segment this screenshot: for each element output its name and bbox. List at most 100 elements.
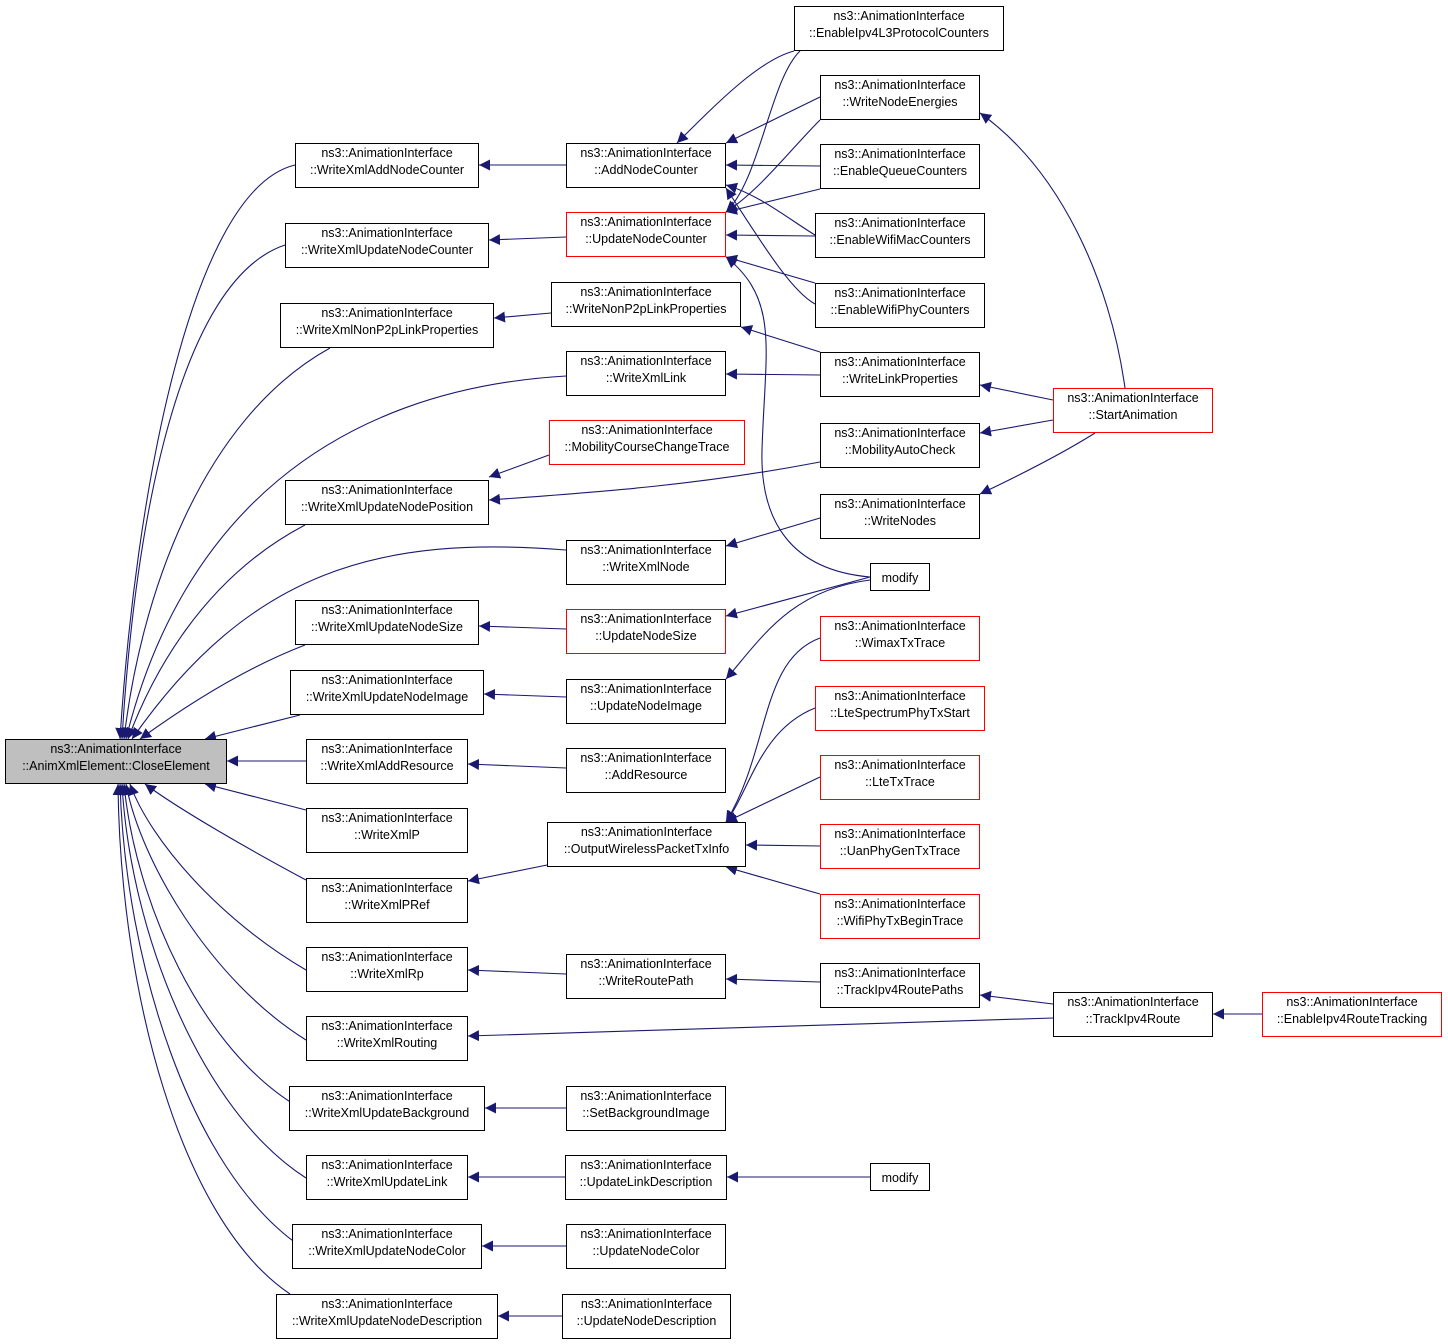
- node-add-resource[interactable]: ns3::AnimationInterface::AddResource: [566, 748, 726, 793]
- node-write-non-p2p-link-properties[interactable]: ns3::AnimationInterface::WriteNonP2pLink…: [551, 282, 741, 327]
- node-write-xml-update-node-image[interactable]: ns3::AnimationInterface::WriteXmlUpdateN…: [290, 670, 484, 715]
- node-track-ipv4-route-paths[interactable]: ns3::AnimationInterface::TrackIpv4RouteP…: [820, 963, 980, 1008]
- node-label-line2: ::WriteNodeEnergies: [842, 95, 958, 109]
- node-mobility-course-change-trace[interactable]: ns3::AnimationInterface::MobilityCourseC…: [549, 420, 745, 465]
- node-update-node-image[interactable]: ns3::AnimationInterface::UpdateNodeImage: [566, 679, 726, 724]
- node-label-line2: ::TrackIpv4Route: [1085, 1012, 1181, 1026]
- node-label-line2: ::WriteXmlAddNodeCounter: [309, 163, 464, 177]
- node-write-xml-update-background[interactable]: ns3::AnimationInterface::WriteXmlUpdateB…: [289, 1086, 485, 1131]
- node-label-line2: ::WriteNodes: [863, 514, 936, 528]
- edge-to-write-link-properties: [979, 381, 1054, 401]
- node-update-node-description[interactable]: ns3::AnimationInterface::UpdateNodeDescr…: [562, 1294, 731, 1339]
- node-write-xml-add-node-counter[interactable]: ns3::AnimationInterface::WriteXmlAddNode…: [295, 143, 479, 188]
- node-label-line1: ns3::AnimationInterface: [321, 306, 453, 320]
- node-label-line2: ::AddNodeCounter: [594, 163, 698, 177]
- node-write-link-properties[interactable]: ns3::AnimationInterface::WriteLinkProper…: [820, 352, 980, 397]
- edge-to-write-nodes: [979, 432, 1096, 495]
- node-write-xml-update-link[interactable]: ns3::AnimationInterface::WriteXmlUpdateL…: [306, 1155, 468, 1200]
- node-update-node-size[interactable]: ns3::AnimationInterface::UpdateNodeSize: [566, 609, 726, 654]
- node-label-line1: ns3::AnimationInterface: [1067, 995, 1199, 1009]
- node-label-line1: ns3::AnimationInterface: [833, 9, 965, 23]
- node-label-line2: ::UpdateNodeImage: [590, 699, 702, 713]
- node-write-xml-update-node-description[interactable]: ns3::AnimationInterface::WriteXmlUpdateN…: [276, 1294, 498, 1339]
- node-label-line2: ::AddResource: [604, 768, 688, 782]
- node-output-wireless-packet-tx-info[interactable]: ns3::AnimationInterface::OutputWirelessP…: [547, 822, 746, 867]
- node-label-line1: ns3::AnimationInterface: [321, 1019, 453, 1033]
- node-label-line2: ::AnimXmlElement::CloseElement: [22, 759, 210, 773]
- node-mobility-auto-check[interactable]: ns3::AnimationInterface::MobilityAutoChe…: [820, 423, 980, 468]
- node-write-node-energies[interactable]: ns3::AnimationInterface::WriteNodeEnergi…: [820, 75, 980, 120]
- node-wimax-tx-trace[interactable]: ns3::AnimationInterface::WimaxTxTrace: [820, 616, 980, 661]
- node-label-line1: ns3::AnimationInterface: [834, 355, 966, 369]
- node-write-route-path[interactable]: ns3::AnimationInterface::WriteRoutePath: [566, 954, 726, 999]
- node-enable-queue-counters[interactable]: ns3::AnimationInterface::EnableQueueCoun…: [820, 144, 980, 189]
- node-track-ipv4-route[interactable]: ns3::AnimationInterface::TrackIpv4Route: [1053, 992, 1213, 1037]
- node-update-node-counter[interactable]: ns3::AnimationInterface::UpdateNodeCount…: [566, 212, 726, 257]
- node-enable-wifi-phy-counters[interactable]: ns3::AnimationInterface::EnableWifiPhyCo…: [815, 283, 985, 328]
- node-wifi-phy-tx-begin-trace[interactable]: ns3::AnimationInterface::WifiPhyTxBeginT…: [820, 894, 980, 939]
- node-write-xml-p-ref[interactable]: ns3::AnimationInterface::WriteXmlPRef: [306, 878, 468, 923]
- node-write-xml-update-node-color[interactable]: ns3::AnimationInterface::WriteXmlUpdateN…: [292, 1224, 482, 1269]
- node-label-line2: ::WriteXmlPRef: [344, 898, 430, 912]
- node-label-line1: ns3::AnimationInterface: [580, 1158, 712, 1172]
- node-label-line1: ns3::AnimationInterface: [834, 78, 966, 92]
- node-label-line1: ns3::AnimationInterface: [834, 147, 966, 161]
- edge-to-close-element: [123, 375, 567, 740]
- node-write-nodes[interactable]: ns3::AnimationInterface::WriteNodes: [820, 494, 980, 539]
- node-modify[interactable]: modify: [870, 563, 930, 591]
- node-label-line2: ::TrackIpv4RoutePaths: [836, 983, 964, 997]
- node-write-xml-link[interactable]: ns3::AnimationInterface::WriteXmlLink: [566, 351, 726, 396]
- node-close-element: ns3::AnimationInterface::AnimXmlElement:…: [5, 739, 227, 784]
- node-set-background-image[interactable]: ns3::AnimationInterface::SetBackgroundIm…: [566, 1086, 726, 1131]
- node-label-line1: ns3::AnimationInterface: [581, 423, 713, 437]
- node-write-xml-update-node-position[interactable]: ns3::AnimationInterface::WriteXmlUpdateN…: [285, 480, 489, 525]
- node-enable-wifi-mac-counters[interactable]: ns3::AnimationInterface::EnableWifiMacCo…: [815, 213, 985, 258]
- node-label-line1: ns3::AnimationInterface: [321, 673, 453, 687]
- node-write-xml-node[interactable]: ns3::AnimationInterface::WriteXmlNode: [566, 540, 726, 585]
- node-lte-spectrum-phy-tx-start[interactable]: ns3::AnimationInterface::LteSpectrumPhyT…: [815, 686, 985, 731]
- node-update-link-description[interactable]: ns3::AnimationInterface::UpdateLinkDescr…: [565, 1155, 727, 1200]
- edge-to-output-wireless-packet-tx-info: [745, 839, 821, 851]
- node-write-xml-add-resource[interactable]: ns3::AnimationInterface::WriteXmlAddReso…: [306, 739, 468, 784]
- node-label-line1: ns3::AnimationInterface: [321, 950, 453, 964]
- edge-to-write-xml-rp: [467, 964, 567, 976]
- node-enable-ipv4-route-tracking[interactable]: ns3::AnimationInterface::EnableIpv4Route…: [1262, 992, 1442, 1037]
- node-modify[interactable]: modify: [870, 1163, 930, 1191]
- edge-to-add-node-counter: [725, 182, 816, 236]
- node-label-line2: ::EnableIpv4L3ProtocolCounters: [809, 26, 989, 40]
- node-label-line1: ns3::AnimationInterface: [1067, 391, 1199, 405]
- node-label-line1: ns3::AnimationInterface: [834, 758, 966, 772]
- node-write-xml-routing[interactable]: ns3::AnimationInterface::WriteXmlRouting: [306, 1016, 468, 1061]
- edge-to-write-node-energies: [979, 112, 1126, 389]
- node-label-line2: ::EnableWifiPhyCounters: [830, 303, 970, 317]
- node-label-line2: ::WriteXmlUpdateNodeImage: [305, 690, 469, 704]
- node-write-xml-update-node-size[interactable]: ns3::AnimationInterface::WriteXmlUpdateN…: [295, 600, 479, 645]
- node-label-line1: ns3::AnimationInterface: [580, 751, 712, 765]
- node-write-xml-non-p2p-link-properties[interactable]: ns3::AnimationInterface::WriteXmlNonP2pL…: [280, 303, 494, 348]
- node-enable-ipv4-l3-protocol-counters[interactable]: ns3::AnimationInterface::EnableIpv4L3Pro…: [794, 6, 1004, 51]
- node-write-xml-rp[interactable]: ns3::AnimationInterface::WriteXmlRp: [306, 947, 468, 992]
- node-write-xml-p[interactable]: ns3::AnimationInterface::WriteXmlP: [306, 808, 468, 853]
- node-add-node-counter[interactable]: ns3::AnimationInterface::AddNodeCounter: [566, 143, 726, 188]
- node-write-xml-update-node-counter[interactable]: ns3::AnimationInterface::WriteXmlUpdateN…: [285, 223, 489, 268]
- node-uan-phy-gen-tx-trace[interactable]: ns3::AnimationInterface::UanPhyGenTxTrac…: [820, 824, 980, 869]
- node-lte-tx-trace[interactable]: ns3::AnimationInterface::LteTxTrace: [820, 755, 980, 800]
- edge-to-write-non-p2p-link-properties: [740, 325, 821, 353]
- node-update-node-color[interactable]: ns3::AnimationInterface::UpdateNodeColor: [566, 1224, 726, 1269]
- edge-to-close-element: [144, 783, 307, 881]
- node-label-line2: ::WriteXmlUpdateNodePosition: [300, 500, 474, 514]
- node-label-line2: ::WriteLinkProperties: [842, 372, 958, 386]
- node-label-line1: modify: [881, 571, 919, 585]
- node-label-line2: ::WriteXmlNonP2pLinkProperties: [295, 323, 479, 337]
- edge-to-output-wireless-packet-tx-info: [725, 637, 821, 823]
- node-label-line2: ::LteSpectrumPhyTxStart: [830, 706, 970, 720]
- node-label-line1: ns3::AnimationInterface: [834, 216, 966, 230]
- node-label-line2: ::UpdateNodeDescription: [576, 1314, 717, 1328]
- node-label-line2: ::EnableIpv4RouteTracking: [1276, 1012, 1428, 1026]
- node-label-line1: ns3::AnimationInterface: [321, 603, 453, 617]
- edge-to-write-xml-update-node-image: [483, 688, 567, 700]
- node-label-line1: ns3::AnimationInterface: [50, 742, 182, 756]
- node-label-line2: ::WriteXmlUpdateNodeSize: [311, 620, 463, 634]
- node-start-animation[interactable]: ns3::AnimationInterface::StartAnimation: [1053, 388, 1213, 433]
- node-label-line2: ::EnableQueueCounters: [832, 164, 968, 178]
